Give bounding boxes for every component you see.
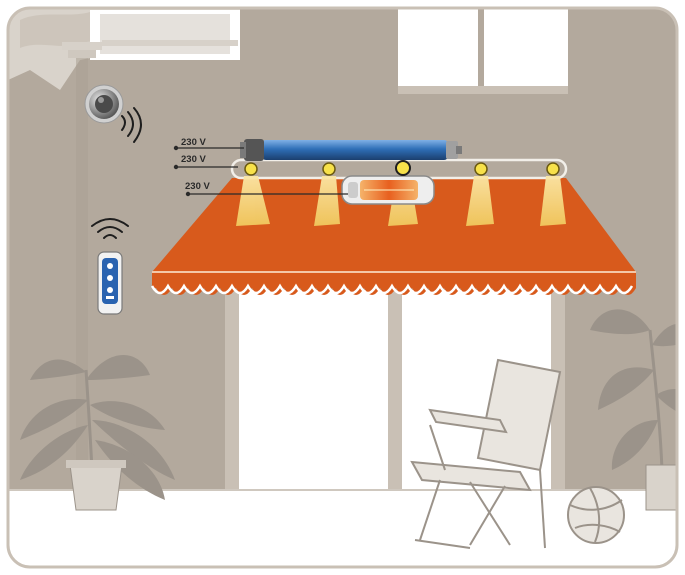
ball — [568, 487, 624, 543]
upper-window — [398, 8, 568, 94]
voltage-label-heater: 230 V — [185, 181, 210, 192]
tubular-motor-icon — [240, 139, 462, 161]
voltage-label-motor: 230 V — [181, 137, 206, 148]
wireless-sun-wind-sensor-icon — [85, 85, 123, 123]
remote-control-icon[interactable] — [98, 252, 122, 314]
voltage-label-lights: 230 V — [181, 154, 206, 165]
patio-heater — [342, 176, 434, 204]
plant-pot-left — [66, 460, 126, 510]
